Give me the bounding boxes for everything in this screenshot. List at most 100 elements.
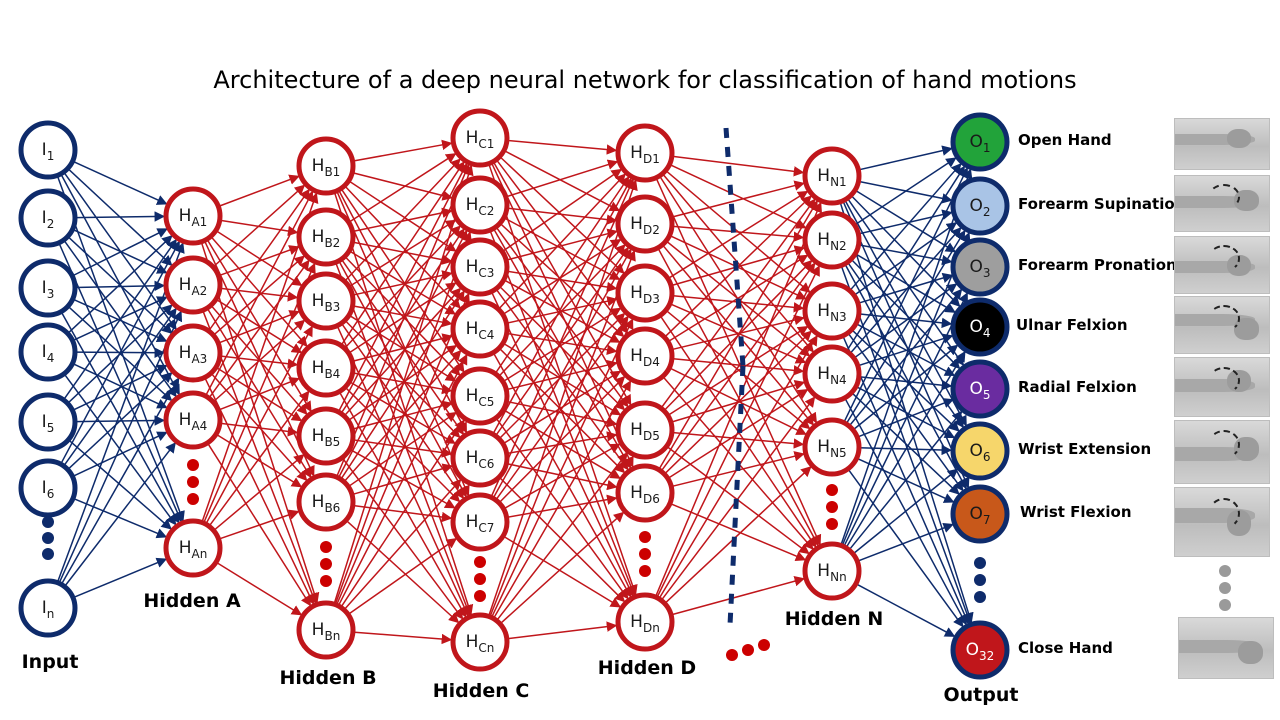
node-subscript: Bn — [324, 629, 340, 643]
hidden-a-node-label: HA2 — [179, 275, 208, 298]
hidden-a-node-circle — [163, 518, 223, 578]
ellipsis-dot — [826, 518, 838, 530]
b-to-c-edge — [336, 190, 470, 497]
b-to-c-edge — [341, 457, 464, 620]
a-to-b-edge — [215, 561, 303, 616]
n-to-output-edge — [854, 189, 957, 253]
output-node-circle — [950, 297, 1010, 357]
motion-label: Forearm Supination — [1018, 195, 1185, 213]
node-subscript: C5 — [478, 395, 494, 409]
input-to-a-edge — [60, 311, 180, 524]
hidden-d-node: HD1 — [615, 123, 675, 183]
input-node: I1 — [18, 120, 78, 180]
b-to-c-edge — [343, 158, 461, 282]
node-symbol: O — [969, 504, 982, 524]
node-subscript: 6 — [983, 450, 991, 464]
node-subscript: D6 — [643, 492, 660, 506]
a-to-b-edge — [204, 377, 315, 605]
hidden-b-node: HB2 — [296, 207, 356, 267]
ellipsis-dot — [187, 459, 199, 471]
b-to-c-edge — [343, 287, 462, 417]
c-to-d-edge — [492, 352, 632, 598]
hand-shape — [1234, 190, 1259, 212]
hidden-a-layer-label: Hidden A — [143, 590, 241, 612]
output-node-label: O1 — [969, 132, 990, 155]
input-node-circle — [18, 458, 78, 518]
b-to-c-edge — [344, 319, 461, 439]
ellipsis-dot — [187, 493, 199, 505]
d-to-n-edge — [671, 314, 805, 351]
motion-label: Radial Felxion — [1018, 378, 1137, 396]
hand-shape — [1234, 437, 1259, 461]
hidden-c-node-label: HC7 — [466, 512, 495, 535]
b-to-c-edge — [334, 231, 472, 605]
rotation-arrow-icon — [1207, 305, 1241, 332]
c-to-d-edge — [490, 162, 634, 468]
b-to-c-edge — [348, 282, 457, 354]
hidden-b-node: HB4 — [296, 338, 356, 398]
d-to-n-edge — [660, 396, 816, 601]
node-symbol: H — [466, 448, 479, 468]
b-to-c-edge — [348, 380, 456, 445]
input-node-circle — [18, 322, 78, 382]
hidden-n-node-label: HN4 — [817, 364, 846, 387]
input-node: I6 — [18, 458, 78, 518]
node-subscript: A4 — [191, 419, 207, 433]
node-subscript: B2 — [324, 236, 340, 250]
output-node: O2 — [950, 176, 1010, 236]
node-symbol: H — [817, 437, 830, 457]
a-to-b-edge — [218, 509, 300, 540]
output-layer-label: Output — [944, 684, 1019, 706]
hidden-b-node: HB1 — [296, 136, 356, 196]
hidden-d-node-circle — [615, 463, 675, 523]
node-subscript: C6 — [478, 457, 494, 471]
node-symbol: H — [179, 410, 192, 430]
node-symbol: I — [42, 412, 47, 432]
a-to-b-edge — [218, 174, 300, 208]
hidden-n-node: HN1 — [802, 146, 862, 206]
output-node-circle — [950, 112, 1010, 172]
input-to-a-edge — [60, 377, 180, 585]
hidden-c-layer-label: Hidden C — [433, 680, 530, 702]
hidden-b-node: HB5 — [296, 406, 356, 466]
output-node: O7 — [950, 484, 1010, 544]
c-to-d-edge — [490, 318, 634, 618]
c-to-d-edge — [494, 176, 630, 375]
n-to-output-edge — [850, 258, 961, 370]
hidden-d-node-label: HD1 — [630, 143, 660, 166]
node-symbol: H — [466, 386, 479, 406]
node-subscript: Cn — [478, 641, 494, 655]
output-node: O32 — [950, 620, 1010, 680]
node-subscript: D2 — [643, 223, 660, 237]
node-subscript: N3 — [830, 310, 847, 324]
hidden-b-node-circle — [296, 472, 356, 532]
n-to-output-edge — [854, 253, 956, 313]
c-to-d-edge — [492, 380, 632, 619]
node-symbol: H — [312, 358, 325, 378]
input-to-a-edge — [58, 242, 183, 523]
input-node-label: I4 — [42, 342, 55, 365]
node-subscript: A3 — [191, 352, 207, 366]
n-to-output-edge — [854, 157, 957, 226]
c-to-d-edge — [492, 177, 632, 435]
hidden-d-layer-label: Hidden D — [598, 657, 696, 679]
c-to-d-edge — [506, 621, 618, 640]
ellipsis-marks — [42, 127, 1231, 661]
node-symbol: H — [630, 214, 643, 234]
hidden-c-node-label: HC3 — [466, 257, 495, 280]
ellipsis-dot — [826, 501, 838, 513]
n-to-output-edge — [852, 344, 959, 431]
hidden-c-node: HC5 — [450, 366, 510, 426]
c-to-d-edge — [498, 312, 626, 440]
ellipsis-dot — [974, 574, 986, 586]
b-to-c-edge — [352, 241, 453, 265]
b-to-c-edge — [352, 139, 453, 162]
node-subscript: 2 — [983, 205, 991, 219]
output-node: O1 — [950, 112, 1010, 172]
input-to-a-edge — [72, 296, 168, 342]
n-to-output-edge — [857, 272, 954, 305]
hidden-b-node-label: HB6 — [312, 492, 341, 515]
b-to-c-edge — [351, 171, 453, 201]
hidden-c-node-circle — [450, 612, 510, 672]
